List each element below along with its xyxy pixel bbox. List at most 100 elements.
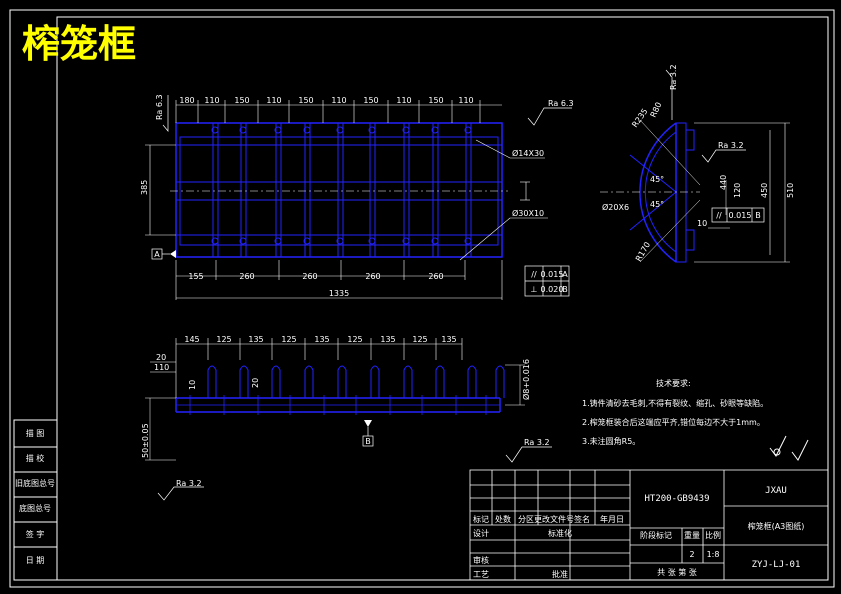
side-hole: Ø20X6 <box>602 202 629 212</box>
bv-dim-left-vertical: 50±0.05 <box>141 423 150 458</box>
hole-large-label: Ø30X10 <box>512 208 544 218</box>
overall-length-dim: 1335 <box>329 289 349 298</box>
bv-dim-2: 125 <box>216 335 231 344</box>
tb-drawing-no: ZYJ-LJ-01 <box>752 560 801 570</box>
top-dim-7: 150 <box>363 96 378 105</box>
tol-row1-datum: A <box>562 270 568 279</box>
tb-h-sign: 签名 <box>574 514 590 524</box>
tol-row1-symbol: // <box>531 270 537 279</box>
tb-drawing-name: 榨笼框(A3图纸) <box>748 521 805 531</box>
bv-dim-8: 125 <box>412 335 427 344</box>
bv-dim-6: 125 <box>347 335 362 344</box>
tb-scale-label: 比例 <box>705 530 721 540</box>
top-dim-10: 110 <box>458 96 473 105</box>
roughness-symbol-left <box>162 95 169 132</box>
left-col-trace: 描 图 <box>26 428 45 438</box>
left-col-check: 描 校 <box>26 453 45 463</box>
tolerance-table: // 0.015 A ⊥ 0.020 B <box>524 265 570 297</box>
left-col-old-no: 旧底图总号 <box>15 478 55 488</box>
datum-a-label: A <box>154 250 160 259</box>
checkmark-icon <box>769 435 809 461</box>
req-item-1: 1.铸件清砂去毛刺,不得有裂纹、缩孔、砂眼等缺陷。 <box>582 398 768 408</box>
side-dim-510: 510 <box>786 183 795 198</box>
bottom-view: 145 125 135 125 135 125 135 125 135 20 1… <box>141 335 552 463</box>
side-dim-10: 10 <box>697 219 707 228</box>
tb-h-date: 年月日 <box>600 514 624 524</box>
bottom-dim-5: 260 <box>428 272 443 281</box>
side-dim-120: 120 <box>733 183 742 198</box>
datum-b-label: B <box>365 437 371 446</box>
tb-review: 审核 <box>473 555 489 565</box>
tb-stage-label: 阶段标记 <box>640 530 672 540</box>
top-dim-1: 180 <box>179 96 194 105</box>
side-roughness-mid: Ra 3.2 <box>718 141 744 150</box>
side-dim-440: 440 <box>719 175 728 190</box>
tb-standard: 标准化 <box>548 528 572 538</box>
tb-design: 设计 <box>473 528 489 538</box>
bv-dim-right: Ø8+0.016 <box>521 359 531 400</box>
roughness-left-label: Ra 6.3 <box>155 94 164 120</box>
side-angle-2: 45° <box>650 200 664 209</box>
bv-dim-a: 10 <box>188 380 197 390</box>
top-dim-8: 110 <box>396 96 411 105</box>
bottom-dim-2: 260 <box>239 272 254 281</box>
req-heading: 技术要求: <box>656 378 691 388</box>
left-col-base-no: 底图总号 <box>19 503 51 513</box>
title-block <box>469 469 829 581</box>
side-flat-datum: B <box>755 211 761 220</box>
top-dim-9: 150 <box>428 96 443 105</box>
bv-dim-3: 135 <box>248 335 263 344</box>
tol-row2-symbol: ⊥ <box>531 285 538 294</box>
bottom-dim-4: 260 <box>365 272 380 281</box>
tb-scale: 1:8 <box>707 550 720 559</box>
tb-process: 工艺 <box>473 570 489 579</box>
top-dim-2: 110 <box>204 96 219 105</box>
side-flat-symbol: // <box>716 211 722 220</box>
top-height-dim: 385 <box>140 180 149 195</box>
tb-approve: 批准 <box>552 569 568 579</box>
bv-dim-left-top: 20 <box>156 353 166 362</box>
tb-material: HT200-GB9439 <box>644 494 709 504</box>
side-roughness-top: Ra 3.2 <box>669 64 678 90</box>
req-item-3: 3.未注圆角R5。 <box>582 436 640 446</box>
inner-border <box>56 16 829 581</box>
technical-requirements: 技术要求: 1.铸件清砂去毛刺,不得有裂纹、缩孔、砂眼等缺陷。 2.榨笼框装合后… <box>582 378 768 446</box>
tb-weight-label: 重量 <box>684 530 700 540</box>
tol-row1-value: 0.015 <box>541 270 564 279</box>
bv-dim-7: 135 <box>380 335 395 344</box>
side-flat-value: 0.015 <box>729 211 752 220</box>
tb-h-count: 处数 <box>495 514 511 524</box>
req-item-2: 2.榨笼框装合后这端应平齐,错位每边不大于1mm。 <box>582 417 765 427</box>
bv-dim-1: 145 <box>184 335 199 344</box>
bv-dim-left-2: 110 <box>154 363 169 372</box>
bv-dim-b: 20 <box>251 378 260 388</box>
tb-weight: 2 <box>689 550 694 559</box>
top-dim-6: 110 <box>331 96 346 105</box>
tol-row2-value: 0.020 <box>541 285 564 294</box>
tb-sheets: 共 张 第 张 <box>657 567 697 577</box>
tb-h-change: 更改文件号 <box>534 514 574 524</box>
left-col-sign: 签 字 <box>26 529 45 539</box>
bottom-dim-3: 260 <box>302 272 317 281</box>
outer-border <box>9 9 835 588</box>
tb-h-zone: 分区 <box>518 515 534 524</box>
bv-dim-9: 135 <box>441 335 456 344</box>
tb-h-mark: 标记 <box>473 514 489 524</box>
left-col-date: 日 期 <box>26 556 45 565</box>
side-dim-450: 450 <box>760 183 769 198</box>
drawing-title: 榨笼框 <box>22 22 136 66</box>
tol-row2-datum: B <box>562 285 568 294</box>
roughness-general: Ra 3.2 <box>176 479 202 488</box>
tb-company: JXAU <box>765 486 787 496</box>
top-dim-5: 150 <box>298 96 313 105</box>
top-dim-3: 150 <box>234 96 249 105</box>
bv-dim-5: 135 <box>314 335 329 344</box>
hole-small-label: Ø14X30 <box>512 148 544 158</box>
top-dim-4: 110 <box>266 96 281 105</box>
side-angle-1: 45° <box>650 175 664 184</box>
roughness-top-label: Ra 6.3 <box>548 99 574 108</box>
left-signature-column: 描 图 描 校 旧底图总号 底图总号 签 字 日 期 <box>13 419 58 581</box>
bv-roughness: Ra 3.2 <box>524 438 550 447</box>
top-view: 180 110 150 110 150 110 150 110 150 110 … <box>140 94 574 300</box>
